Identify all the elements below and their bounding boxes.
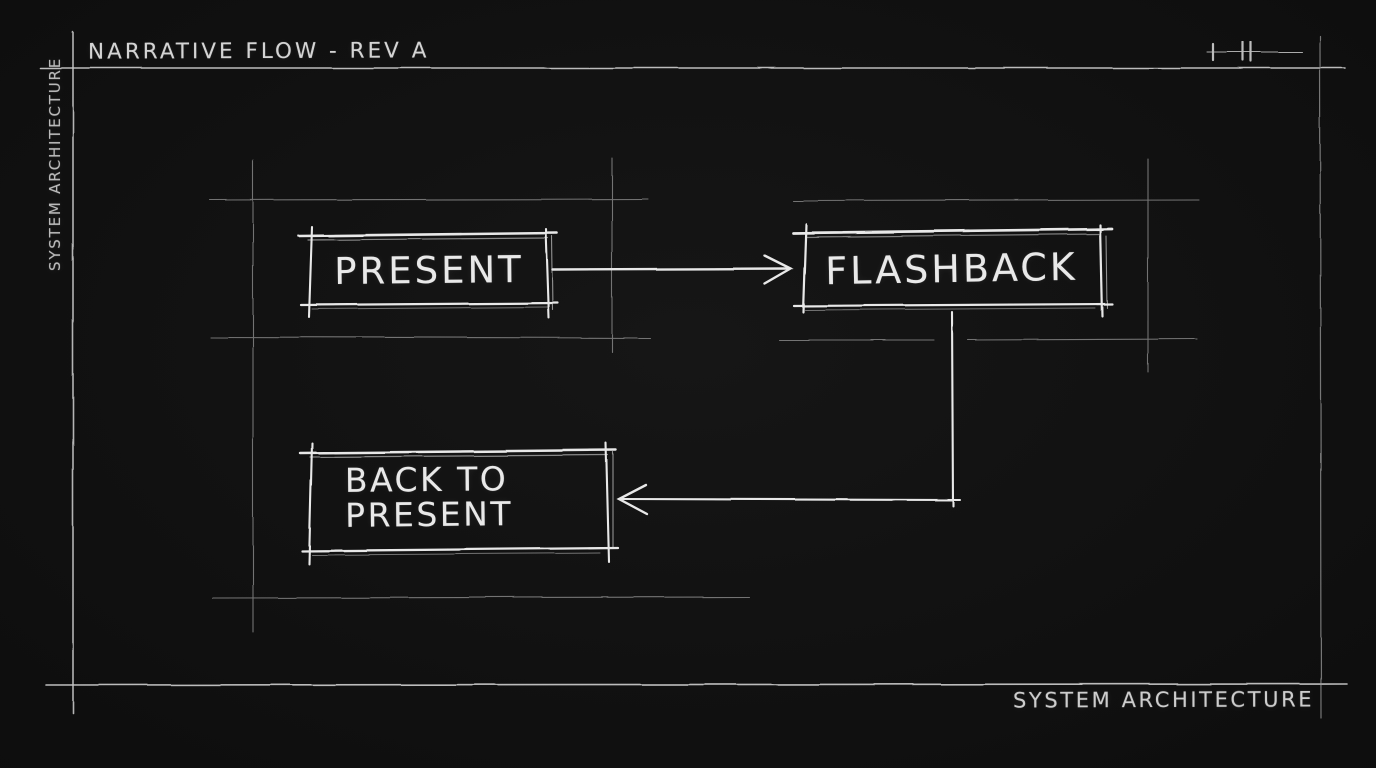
present-node-label: PRESENT	[333, 248, 524, 293]
bottom-right-margin-label: SYSTEM ARCHITECTURE	[1012, 687, 1315, 713]
scale-ruler-mark	[1206, 40, 1303, 63]
frame-border-lines	[39, 31, 1348, 719]
back-to-present-node-box	[298, 441, 620, 566]
arrow-flashback-to-back	[616, 310, 962, 516]
present-node-box	[297, 225, 560, 320]
flashback-node-box	[791, 222, 1114, 318]
drawing-title: NARRATIVE FLOW - REV A	[87, 38, 430, 65]
left-margin-label: SYSTEM ARCHITECTURE	[46, 56, 64, 272]
construction-guide-lines	[209, 157, 1200, 633]
back-to-present-line-2: PRESENT	[344, 494, 514, 535]
flashback-node-label: FLASHBACK	[824, 244, 1079, 294]
arrow-present-to-flashback	[551, 254, 794, 286]
